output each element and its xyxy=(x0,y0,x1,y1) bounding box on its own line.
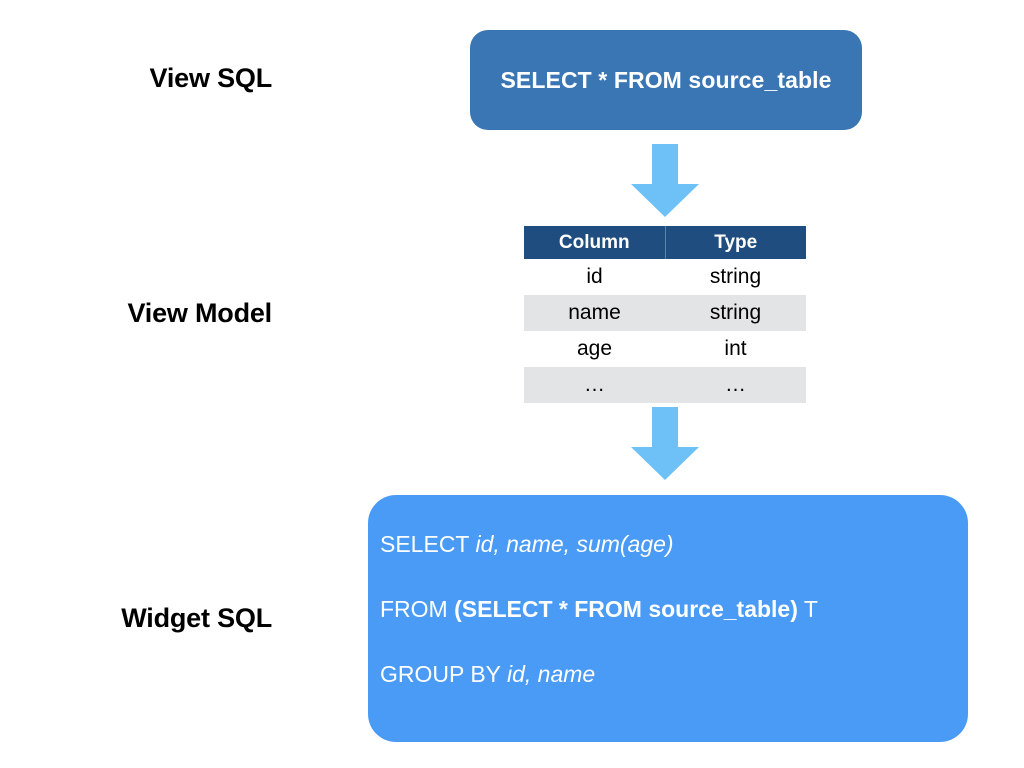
sql-run-ident: id, name, sum(age) xyxy=(475,531,674,557)
down-arrow-icon-top xyxy=(629,144,701,218)
table-row: … … xyxy=(524,367,806,403)
table-cell-column: id xyxy=(524,259,665,295)
row-label-view-sql: View SQL xyxy=(149,63,273,93)
sql-run-kw: GROUP BY xyxy=(380,661,507,687)
table-row: id string xyxy=(524,259,806,295)
table-cell-type: string xyxy=(665,259,806,295)
table-cell-type: … xyxy=(665,367,806,403)
table-header-row: Column Type xyxy=(524,226,806,259)
widget-sql-line-from: FROM (SELECT * FROM source_table) T xyxy=(380,598,968,621)
table-cell-column: … xyxy=(524,367,665,403)
table-header-type: Type xyxy=(665,226,806,259)
sql-run-kw: SELECT xyxy=(380,531,476,557)
row-label-view-model: View Model xyxy=(127,298,272,328)
table-row: age int xyxy=(524,331,806,367)
row-label-widget-sql: Widget SQL xyxy=(121,603,272,633)
sql-run-kw: FROM xyxy=(380,596,455,622)
widget-sql-line-select: SELECT id, name, sum(age) xyxy=(380,533,968,556)
view-sql-box: SELECT * FROM source_table xyxy=(470,30,862,130)
table-cell-type: string xyxy=(665,295,806,331)
table-row: name string xyxy=(524,295,806,331)
table-header-column: Column xyxy=(524,226,666,259)
view-sql-query-text: SELECT * FROM source_table xyxy=(500,66,832,93)
sql-run-kw: T xyxy=(797,596,818,622)
sql-run-nested: (SELECT * FROM source_table) xyxy=(454,596,798,622)
table-cell-column: age xyxy=(524,331,665,367)
widget-sql-box: SELECT id, name, sum(age) FROM (SELECT *… xyxy=(368,495,968,742)
table-cell-type: int xyxy=(665,331,806,367)
sql-run-ident: id, name xyxy=(506,661,596,687)
table-cell-column: name xyxy=(524,295,665,331)
view-model-table: Column Type id string name string age in… xyxy=(524,226,806,403)
down-arrow-icon-bottom xyxy=(629,407,701,481)
widget-sql-line-group-by: GROUP BY id, name xyxy=(380,663,968,686)
